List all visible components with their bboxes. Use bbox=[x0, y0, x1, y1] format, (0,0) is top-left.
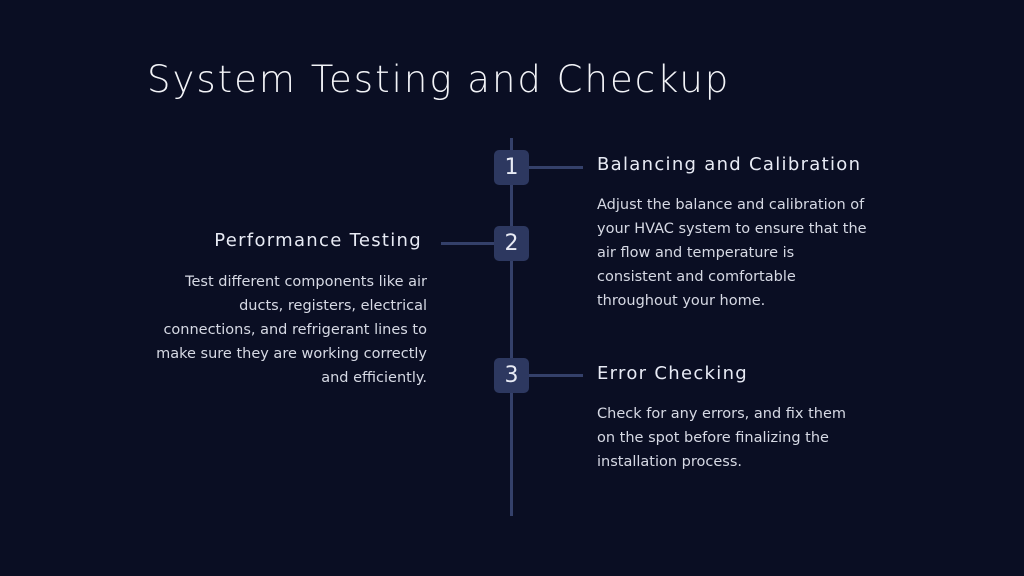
step-1-heading: Balancing and Calibration bbox=[597, 154, 862, 175]
step-2-description: Test different components like air ducts… bbox=[156, 274, 427, 386]
connector-step-2 bbox=[441, 242, 494, 245]
slide-title: System Testing and Checkup bbox=[147, 58, 731, 101]
step-1-description: Adjust the balance and calibration of yo… bbox=[597, 197, 867, 309]
step-2-badge: 2 bbox=[494, 226, 529, 261]
step-1-badge: 1 bbox=[494, 150, 529, 185]
step-3-heading: Error Checking bbox=[597, 363, 749, 384]
timeline-axis bbox=[510, 138, 513, 516]
step-2-heading: Performance Testing bbox=[214, 230, 422, 251]
step-3-badge: 3 bbox=[494, 358, 529, 393]
connector-step-3 bbox=[529, 374, 583, 377]
connector-step-1 bbox=[529, 166, 583, 169]
step-3-description: Check for any errors, and fix them on th… bbox=[597, 406, 847, 470]
